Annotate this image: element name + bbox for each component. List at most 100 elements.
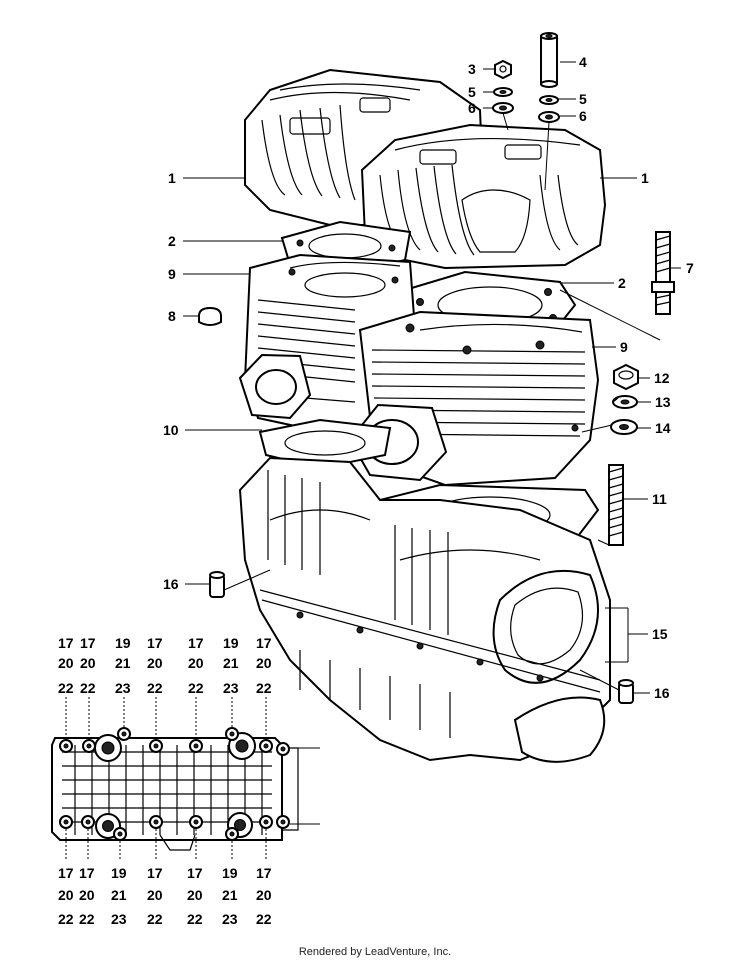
- svg-text:20: 20: [256, 887, 272, 903]
- callout-5-left: 5: [468, 84, 476, 100]
- svg-text:22: 22: [187, 911, 203, 927]
- callout-labels: 3 4 5 5 6 6 1 1 2 2 7 9 9 8 12 13 14 10 …: [163, 54, 694, 701]
- callout-13: 13: [655, 394, 671, 410]
- callout-8: 8: [168, 308, 176, 324]
- callout-3: 3: [468, 61, 476, 77]
- crankcase-part-15: [238, 456, 611, 763]
- bolt-stack-bottom: 17 20 22: [147, 829, 163, 927]
- stud-part-7: [651, 231, 675, 315]
- callout-16-upper: 16: [163, 576, 179, 592]
- callout-1-left: 1: [168, 170, 176, 186]
- bolt-stack-top: 19 21 23: [223, 635, 239, 727]
- callout-10: 10: [163, 422, 179, 438]
- svg-text:20: 20: [188, 655, 204, 671]
- bolt-stack-top: 17 20 22: [58, 635, 74, 738]
- svg-text:17: 17: [147, 865, 163, 881]
- svg-text:21: 21: [111, 887, 127, 903]
- stud-part-11: [608, 464, 624, 546]
- svg-text:17: 17: [147, 635, 163, 651]
- svg-text:21: 21: [223, 655, 239, 671]
- svg-text:23: 23: [115, 680, 131, 696]
- callout-4: 4: [579, 54, 587, 70]
- callout-15: 15: [652, 626, 668, 642]
- svg-text:20: 20: [147, 655, 163, 671]
- callout-2-right: 2: [618, 275, 626, 291]
- callout-9-left: 9: [168, 266, 176, 282]
- dowel-pin-part-16-lower: [618, 679, 634, 704]
- washer-part-5-left: [493, 87, 513, 97]
- bolt-stack-top: 17 20 22: [188, 635, 204, 738]
- bolt-stack-bottom: 17 20 22: [187, 829, 203, 927]
- nut-part-12: [613, 363, 639, 391]
- svg-text:20: 20: [187, 887, 203, 903]
- svg-text:21: 21: [115, 655, 131, 671]
- plug-part-8: [198, 306, 222, 326]
- svg-text:22: 22: [58, 911, 74, 927]
- bolt-stack-bottom: 17 20 22: [58, 829, 74, 927]
- callout-16-lower: 16: [654, 685, 670, 701]
- svg-text:17: 17: [80, 635, 96, 651]
- svg-text:19: 19: [111, 865, 127, 881]
- callout-7: 7: [686, 260, 694, 276]
- spacer-sleeve-part-4: [540, 32, 558, 88]
- callout-12: 12: [654, 370, 670, 386]
- base-gasket-rear: [258, 418, 392, 470]
- exhaust-port-rear: [238, 353, 312, 420]
- callout-6-left: 6: [468, 100, 476, 116]
- svg-text:22: 22: [79, 911, 95, 927]
- svg-text:22: 22: [80, 680, 96, 696]
- svg-text:23: 23: [223, 680, 239, 696]
- svg-text:17: 17: [256, 865, 272, 881]
- callout-9-right: 9: [620, 339, 628, 355]
- exploded-engine-view: 3 4 5 5 6 6 1 1 2 2 7 9 9 8 12 13 14 10 …: [51, 32, 694, 927]
- leader-lines: [183, 61, 681, 694]
- svg-text:17: 17: [58, 865, 74, 881]
- svg-text:20: 20: [79, 887, 95, 903]
- cylinder-head-front: [360, 123, 607, 270]
- bolt-stacks-top: 17 20 22 17 20 22 19 21 23 17 20 22 17 20 22 19 21 2…: [58, 635, 272, 738]
- svg-text:19: 19: [223, 635, 239, 651]
- svg-text:17: 17: [79, 865, 95, 881]
- svg-text:23: 23: [222, 911, 238, 927]
- svg-text:17: 17: [256, 635, 272, 651]
- svg-text:20: 20: [80, 655, 96, 671]
- washer-part-6-right: [538, 111, 560, 123]
- svg-text:22: 22: [147, 680, 163, 696]
- bolt-stack-bottom: 17 20 22: [79, 829, 95, 927]
- svg-text:20: 20: [256, 655, 272, 671]
- bolt-stack-top: 17 20 22: [80, 635, 96, 738]
- callout-11: 11: [652, 491, 667, 507]
- svg-text:20: 20: [58, 887, 74, 903]
- svg-text:23: 23: [111, 911, 127, 927]
- bolt-stack-top: 19 21 23: [115, 635, 131, 727]
- bolt-stack-top: 17 20 22: [256, 635, 272, 738]
- svg-text:19: 19: [115, 635, 131, 651]
- crankcase-bottom-view: [51, 727, 320, 851]
- callout-1-right: 1: [641, 170, 649, 186]
- svg-text:17: 17: [187, 865, 203, 881]
- svg-text:22: 22: [147, 911, 163, 927]
- bolt-stack-bottom: 19 21 23: [111, 841, 127, 927]
- svg-text:17: 17: [58, 635, 74, 651]
- callout-14: 14: [655, 420, 671, 436]
- lockwasher-part-13: [612, 395, 638, 409]
- washer-part-14: [610, 419, 638, 435]
- bolt-stack-bottom: 19 21 23: [222, 841, 238, 927]
- nut-part-3: [494, 59, 512, 80]
- callout-5-right: 5: [579, 91, 587, 107]
- svg-text:22: 22: [256, 680, 272, 696]
- svg-text:22: 22: [188, 680, 204, 696]
- svg-text:20: 20: [58, 655, 74, 671]
- callout-2-left: 2: [168, 233, 176, 249]
- svg-text:20: 20: [147, 887, 163, 903]
- bolt-stacks-bottom: 17 20 22 17 20 22 19 21 23 17 20 22 17 20 22 19 21 2…: [58, 829, 272, 927]
- washer-part-5-right: [539, 95, 559, 105]
- dowel-pin-part-16-upper: [209, 571, 225, 598]
- svg-text:22: 22: [58, 680, 74, 696]
- svg-text:17: 17: [188, 635, 204, 651]
- svg-text:21: 21: [222, 887, 238, 903]
- svg-text:19: 19: [222, 865, 238, 881]
- bolt-stack-top: 17 20 22: [147, 635, 163, 738]
